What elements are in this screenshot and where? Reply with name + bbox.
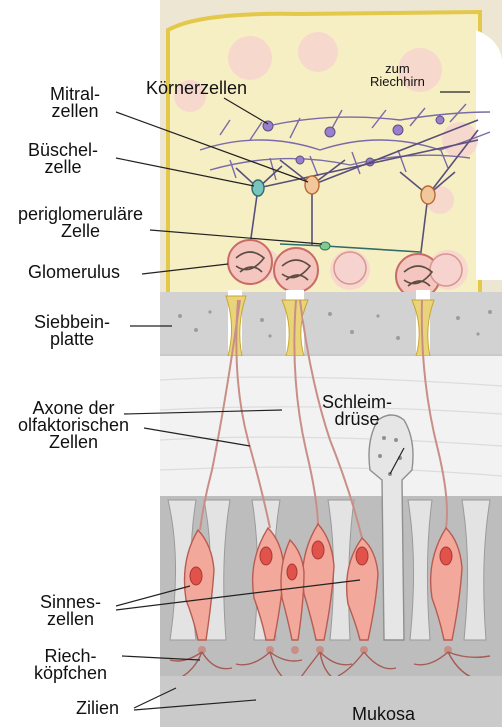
label-siebbeinplatte: Siebbein- platte	[34, 314, 110, 348]
label-bueschelzelle: Büschel- zelle	[28, 142, 98, 176]
label-zum-riechhirn: zum Riechhirn	[370, 62, 425, 88]
label-schleimdruese: Schleim- drüse	[322, 394, 392, 428]
olfactory-tract	[476, 30, 502, 280]
periglomerular-cell-body	[320, 242, 330, 250]
label-koernerzellen: Körnerzellen	[146, 80, 247, 97]
label-glomerulus: Glomerulus	[28, 264, 120, 281]
label-axone: Axone der olfaktorischen Zellen	[18, 400, 129, 451]
mucus-layer	[160, 676, 502, 727]
label-mitralzellen: Mitral- zellen	[50, 86, 100, 120]
tufted-cell-body	[252, 180, 264, 196]
label-sinneszellen: Sinnes- zellen	[40, 594, 101, 628]
label-periglomerulaere-zelle: periglomeruläre Zelle	[18, 206, 143, 240]
label-mukosa: Mukosa	[352, 706, 415, 723]
cribriform-plate	[160, 292, 502, 354]
label-zilien: Zilien	[76, 700, 119, 717]
label-riechkoepfchen: Riech- köpfchen	[34, 648, 107, 682]
